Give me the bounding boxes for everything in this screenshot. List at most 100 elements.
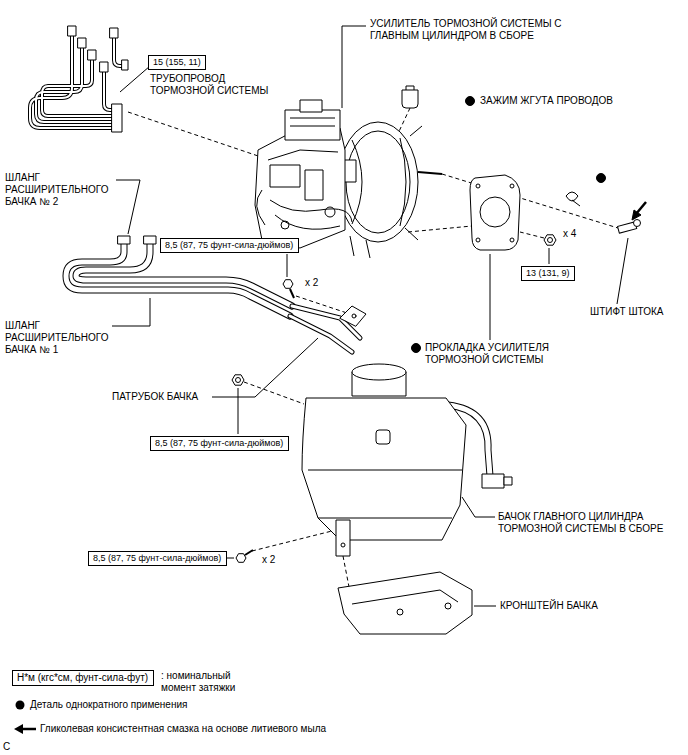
drawing-path bbox=[257, 190, 265, 225]
drawing-rect bbox=[78, 38, 86, 48]
drawing-path bbox=[116, 180, 140, 234]
part-name: БАЧОК ГЛАВНОГО ЦИЛИНДРА ТОРМОЗНОЙ СИСТЕМ… bbox=[498, 511, 670, 535]
drawing-path bbox=[252, 530, 336, 551]
drawing-path bbox=[245, 550, 253, 555]
drawing-path bbox=[244, 382, 304, 404]
drawing-rect bbox=[376, 430, 390, 444]
torque-value: 8,5 (87, 75 фунт-сила-дюймов) bbox=[165, 240, 294, 251]
torque-box: 8,5 (87, 75 фунт-сила-дюймов) bbox=[88, 551, 227, 566]
drawing-path bbox=[572, 200, 580, 206]
drawing-path bbox=[212, 338, 318, 397]
drawing-path bbox=[76, 244, 292, 306]
part-name: ШЛАНГ РАСШИРИТЕЛЬНОГО БАЧКА № 1 bbox=[5, 320, 123, 356]
drawing-circle bbox=[480, 197, 510, 227]
drawing-rect bbox=[144, 236, 156, 244]
drawing-path bbox=[470, 175, 520, 250]
drawing-rect bbox=[88, 50, 96, 60]
drawing-polygon bbox=[14, 724, 23, 734]
drawing-g bbox=[68, 26, 128, 132]
drawing-circle bbox=[597, 174, 606, 183]
drawing-rect bbox=[100, 62, 108, 72]
drawing-path bbox=[352, 590, 458, 604]
torque-value: 13 (131, 9) bbox=[526, 268, 570, 279]
drawing-path bbox=[268, 150, 338, 160]
part-label: ЗАЖИМ ЖГУТА ПРОВОДОВ bbox=[480, 95, 613, 107]
drawing-path bbox=[36, 46, 114, 122]
drawing-circle bbox=[412, 344, 421, 353]
drawing-path bbox=[406, 86, 414, 90]
drawing-rect bbox=[110, 28, 118, 38]
drawing-rect bbox=[270, 165, 300, 187]
drawing-path bbox=[400, 138, 406, 226]
drawing-circle bbox=[352, 314, 356, 318]
drawing-g bbox=[30, 34, 124, 128]
small-parts bbox=[232, 86, 641, 562]
torque-box: 13 (131, 9) bbox=[521, 266, 575, 281]
drawing-polygon bbox=[632, 210, 641, 220]
part-label: ПАТРУБОК БАЧКА bbox=[112, 391, 198, 403]
drawing-circle bbox=[476, 238, 480, 242]
drawing-path bbox=[462, 497, 495, 517]
drawing-path bbox=[490, 254, 491, 340]
part-label: x 2 bbox=[305, 277, 318, 289]
drawing-path bbox=[474, 606, 496, 607]
drawing-path bbox=[617, 238, 628, 304]
legend-text: Гликолевая консистентная смазка на основ… bbox=[40, 723, 326, 735]
part-label: C bbox=[3, 741, 10, 753]
drawing-path bbox=[342, 26, 366, 108]
torque-value: 15 (155, 11) bbox=[153, 57, 201, 68]
drawing-path bbox=[549, 248, 550, 264]
legend-text: : номинальный момент затяжки bbox=[161, 670, 261, 694]
drawing-path bbox=[290, 289, 294, 298]
drawing-path bbox=[287, 254, 288, 277]
drawing-rect bbox=[118, 236, 130, 244]
drawing-path bbox=[112, 298, 150, 326]
drawing-path bbox=[22, 728, 36, 731]
drawing-path bbox=[302, 398, 466, 540]
drawing-rect bbox=[305, 170, 323, 200]
drawing-rect bbox=[122, 60, 128, 70]
drawing-path bbox=[226, 558, 234, 559]
drawing-ellipse bbox=[352, 364, 406, 380]
torque-box: 8,5 (87, 75 фунт-сила-дюймов) bbox=[150, 436, 289, 451]
reservoir-tank bbox=[302, 364, 512, 556]
drawing-circle bbox=[634, 220, 641, 227]
drawing-path bbox=[270, 200, 352, 222]
drawing-path bbox=[76, 244, 292, 306]
drawing-circle bbox=[16, 701, 25, 710]
part-name: ТРУБОПРОВОД ТОРМОЗНОЙ СИСТЕМЫ bbox=[150, 73, 270, 97]
drawing-circle bbox=[466, 97, 475, 106]
drawing-path bbox=[402, 90, 418, 108]
drawing-rect bbox=[504, 477, 512, 485]
torque-box: 8,5 (87, 75 фунт-сила-дюймов) bbox=[160, 238, 299, 253]
part-label: КРОНШТЕЙН БАЧКА bbox=[500, 600, 598, 612]
drawing-polygon bbox=[232, 375, 244, 385]
drawing-path bbox=[308, 470, 462, 518]
drawing-polygon bbox=[236, 554, 246, 563]
drawing-rect bbox=[482, 474, 504, 488]
brake-booster bbox=[255, 100, 442, 258]
drawing-g bbox=[118, 236, 366, 326]
drawing-rect bbox=[336, 520, 350, 556]
drawing-circle bbox=[476, 184, 480, 188]
legend-text: Деталь однократного применения bbox=[30, 699, 187, 711]
drawing-path bbox=[350, 126, 422, 258]
part-label: x 4 bbox=[563, 228, 576, 240]
part-label: ШТИФТ ШТОКА bbox=[590, 306, 664, 318]
part-name: ШЛАНГ РАСШИРИТЕЛЬНОГО БАЧКА № 2 bbox=[5, 172, 123, 208]
drawing-circle bbox=[510, 238, 514, 242]
part-name: ПРОКЛАДКА УСИЛИТЕЛЯ ТОРМОЗНОЙ СИСТЕМЫ bbox=[425, 342, 590, 366]
torque-value: 8,5 (87, 75 фунт-сила-дюймов) bbox=[155, 438, 284, 449]
drawing-path bbox=[418, 172, 442, 174]
drawing-rect bbox=[112, 104, 122, 132]
drawing-path bbox=[520, 232, 544, 238]
brake-lines bbox=[30, 26, 128, 132]
drawing-circle bbox=[510, 184, 514, 188]
drawing-path bbox=[255, 128, 345, 248]
drawing-path bbox=[338, 572, 472, 634]
drawing-circle bbox=[236, 378, 241, 383]
drawing-circle bbox=[341, 543, 345, 547]
